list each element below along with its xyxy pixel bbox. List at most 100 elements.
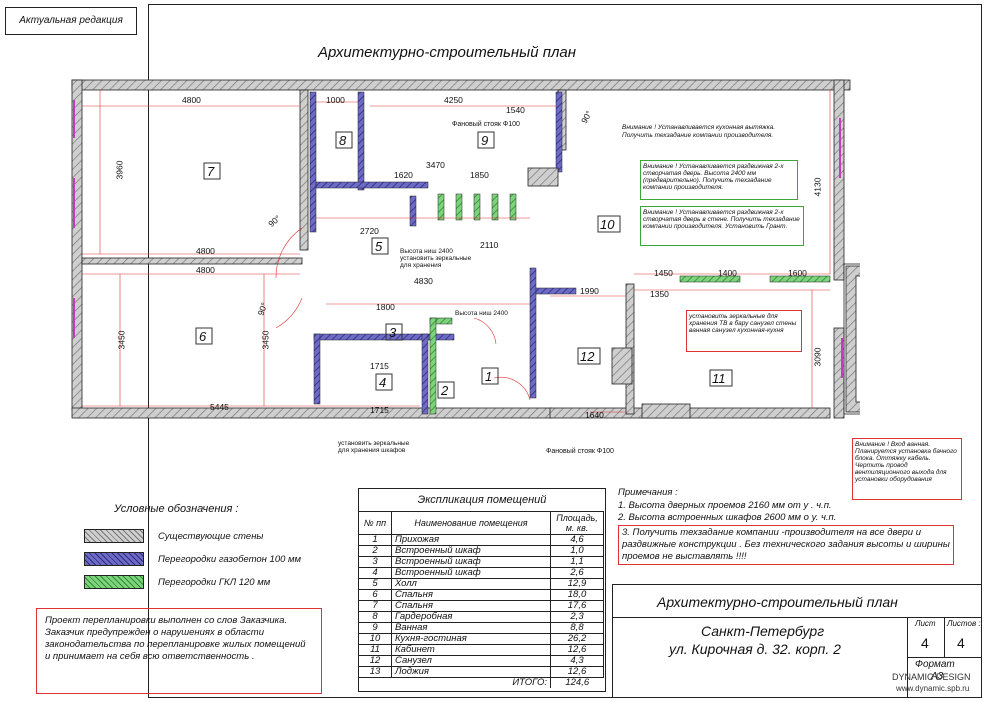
room-1: 1 xyxy=(485,369,492,384)
dim-top-0: 4800 xyxy=(182,95,201,105)
row-area: 26,2 xyxy=(550,633,604,645)
row-number: 10 xyxy=(358,633,392,645)
row-name: Ванная xyxy=(391,622,551,634)
stamp-address: ул. Кирочная д. 32. корп. 2 xyxy=(669,641,841,657)
row-number: 5 xyxy=(358,578,392,590)
dim-bottom-20: 1400 xyxy=(718,268,737,278)
row-area: 1,1 xyxy=(550,556,604,568)
explication: Экспликация помещений № пп Наименование … xyxy=(358,488,606,692)
dim-mid-1: 1620 xyxy=(394,170,413,180)
legend-swatch-gkl xyxy=(84,575,144,589)
remarks: Примечания : 1. Высота дверных проемов 2… xyxy=(618,487,968,565)
floor-plan: 7 6 8 9 5 10 3 4 2 1 12 11 13 xyxy=(71,79,860,419)
format-label: Формат xyxy=(915,659,955,670)
dim-bottom-14: 1990 xyxy=(580,286,599,296)
row-number: 9 xyxy=(358,622,392,634)
stamp-city: Санкт-Петербург xyxy=(701,623,825,639)
sheet-label: Лист xyxy=(915,619,936,628)
table-total-row: ИТОГО: 124,6 xyxy=(359,677,604,688)
tv-note: установить зеркальные для хранения ТВ в … xyxy=(686,310,802,352)
dim-bottom-10: 1640 xyxy=(585,410,604,420)
sheets-label: Листов : xyxy=(947,619,981,628)
row-number: 3 xyxy=(358,556,392,568)
fixtures xyxy=(527,167,691,419)
dim-bottom-21: 1600 xyxy=(788,268,807,278)
niche-note: Высота ниш 2400 установить зеркальные дл… xyxy=(400,248,472,269)
room-3: 3 xyxy=(389,325,397,340)
brand-url: www.dynamic.spb.ru xyxy=(896,684,970,693)
remark-2: 2. Высота встроенных шкафов 2600 мм о у.… xyxy=(618,512,837,523)
row-name: Холл xyxy=(391,578,551,590)
dim-mid-0: 3470 xyxy=(426,160,445,170)
balcony-note: Внимание ! Вход ванная. Планируется уста… xyxy=(852,438,962,500)
format-value: А3 xyxy=(931,671,944,682)
dim-bottom-22: 1350 xyxy=(650,289,669,299)
row-area: 18,0 xyxy=(550,589,604,601)
dim-top-2: 4250 xyxy=(444,95,463,105)
row-name: Кабинет xyxy=(391,644,551,656)
room-5: 5 xyxy=(375,239,383,254)
row-area: 12,6 xyxy=(550,644,604,656)
niche-height-note: Высота ниш 2400 xyxy=(455,310,508,317)
brand-name: DYNAMIC DESIGN xyxy=(892,672,971,682)
row-name: Спальня xyxy=(391,589,551,601)
gkl-partitions xyxy=(429,193,831,415)
row-number: 1 xyxy=(358,534,392,546)
title-block: Архитектурно-строительный план Санкт-Пет… xyxy=(612,584,982,698)
room-labels: 7 6 8 9 5 10 3 4 2 1 12 11 13 xyxy=(195,131,733,399)
stack-note-1: Фановый стояк Ф100 xyxy=(452,121,520,128)
row-area: 12,6 xyxy=(550,666,604,678)
remark-3: 3. Получить техзадание компании -произво… xyxy=(618,525,954,565)
legend-label: Перегородки ГКЛ 120 мм xyxy=(158,576,271,588)
row-name: Спальня xyxy=(391,600,551,612)
sheets-value: 4 xyxy=(957,635,965,651)
stack-note-2: Фановый стояк Ф100 xyxy=(546,448,614,455)
dim-top-3: 1540 xyxy=(506,105,525,115)
loggia xyxy=(843,263,860,415)
row-name: Лоджия xyxy=(391,666,551,678)
room-10: 10 xyxy=(600,217,615,232)
row-name: Гардеробная xyxy=(391,611,551,623)
total-value: 124,6 xyxy=(550,677,604,688)
col-number: № пп xyxy=(358,511,392,535)
legend: Условные обозначения : Существующие стен… xyxy=(84,503,344,598)
windows xyxy=(73,100,843,378)
attention-note-3: Внимание ! Устанавливается раздвижная 2-… xyxy=(640,206,804,246)
dimension-lines xyxy=(82,90,831,413)
row-name: Встроенный шкаф xyxy=(391,556,551,568)
row-name: Встроенный шкаф xyxy=(391,545,551,557)
dim-bottom-26: 1800 xyxy=(376,302,395,312)
dim-left-2: 4800 xyxy=(196,246,215,256)
row-name: Встроенный шкаф xyxy=(391,567,551,579)
row-area: 1,0 xyxy=(550,545,604,557)
dim-left-0: 3960 xyxy=(114,160,125,180)
dim-mid-8: 2720 xyxy=(360,226,379,236)
plan-title: Архитектурно-строительный план xyxy=(318,44,577,61)
legend-item-existing-walls: Существующие стены xyxy=(84,529,344,543)
row-number: 8 xyxy=(358,611,392,623)
dim-bottom-19: 1450 xyxy=(654,268,673,278)
dim-top-1: 1000 xyxy=(326,95,345,105)
attention-note-2: Внимание ! Устанавливается раздвижная 2-… xyxy=(640,160,798,200)
legend-swatch-existing xyxy=(84,529,144,543)
dim-left-5: 3450 xyxy=(116,330,127,350)
row-area: 2,6 xyxy=(550,567,604,579)
row-number: 7 xyxy=(358,600,392,612)
room-2: 2 xyxy=(440,383,449,398)
revision-label: Актуальная редакция xyxy=(5,7,137,35)
col-name: Наименование помещения xyxy=(391,511,551,535)
row-area: 4,3 xyxy=(550,655,604,667)
